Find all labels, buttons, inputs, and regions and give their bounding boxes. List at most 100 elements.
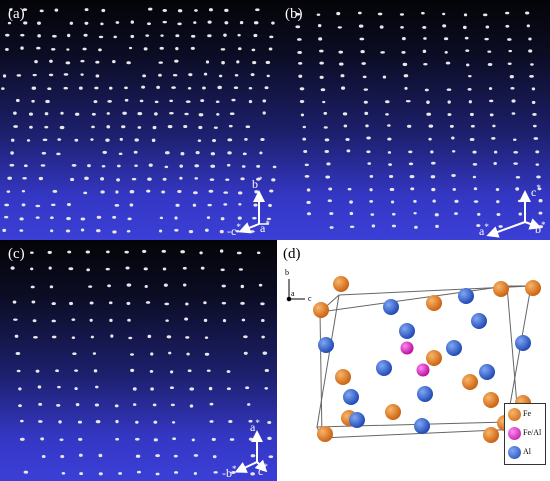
diffraction-spot [95,385,99,389]
diffraction-spot [266,74,270,78]
diffraction-spot [77,420,83,424]
diffraction-spot [52,189,58,193]
diffraction-spot [101,164,106,168]
diffraction-spot [31,86,37,90]
diffraction-spot [60,454,65,459]
diffraction-spot [493,150,498,154]
diffraction-spot [194,9,198,12]
diffraction-spot [41,151,47,155]
diffraction-spot [2,74,7,78]
diffraction-spot [238,191,243,195]
diffraction-spot [30,251,34,254]
diffraction-spot [78,453,83,457]
diffraction-spot [346,149,351,153]
diffraction-spot [143,267,148,271]
diffraction-spot [221,301,227,305]
diffraction-spot [203,72,208,76]
diffraction-spot [515,187,520,191]
diffraction-spot [108,301,113,305]
diffraction-spot [80,217,86,221]
diffraction-spot [387,137,392,141]
diffraction-spot [38,402,43,406]
al-atom [343,389,359,405]
diffraction-spot [49,285,54,289]
diffraction-spot [149,369,154,373]
diffraction-spot [133,150,138,154]
diffraction-spot [54,8,59,12]
diffraction-spot [19,229,24,232]
diffraction-spot [50,203,56,207]
diffraction-spot [237,33,241,37]
axis-arrows-a [238,190,269,234]
diffraction-spot [446,88,452,91]
diffraction-spot [174,59,179,63]
diffraction-spot [366,150,371,154]
axis-c-star-a: -c* [227,222,241,238]
diffraction-spot [212,455,217,459]
diffraction-spot [229,438,235,441]
diffraction-spot [132,403,137,406]
diffraction-spot [38,420,43,423]
diffraction-spot [193,471,198,475]
diffraction-spot [250,73,255,77]
diffraction-spot [262,351,268,355]
diffraction-spot [89,318,93,322]
diffraction-spot [193,191,198,195]
diffraction-spot [325,175,331,179]
diffraction-spot [130,34,135,39]
diffraction-spot [161,249,167,253]
diffraction-spot [105,138,110,142]
diffraction-spot [371,224,376,228]
diffraction-spot [533,137,539,140]
diffraction-spot [265,60,271,65]
diffraction-spot [87,164,91,168]
diffraction-spot [185,336,190,339]
diffraction-spot [532,124,537,128]
diffraction-spot [135,420,139,424]
diffraction-spot [366,136,371,140]
panel-d: (d) b a c Fe [277,240,550,481]
diffraction-spot [93,369,98,373]
diffraction-spot [71,336,76,340]
diffraction-spot [220,48,226,51]
diffraction-spot [299,87,305,91]
diffraction-spot [535,163,540,166]
diffraction-spot [115,437,120,441]
diffraction-spot [35,204,41,208]
diffraction-spot [67,250,72,254]
diffraction-spot [524,11,530,15]
diffraction-spot [222,319,227,323]
diffraction-spot [271,178,276,182]
diffraction-spot [434,213,439,217]
diffraction-spot [33,335,38,339]
diffraction-spot [154,100,159,104]
diffraction-spot [96,215,102,219]
diffraction-spot [364,111,369,116]
diffraction-spot [177,9,183,13]
diffraction-spot [65,61,71,65]
diffraction-spot [537,187,542,191]
diffraction-spot [57,138,62,141]
diffraction-spot [223,33,227,37]
diffraction-spot [231,471,236,474]
diffraction-spot [260,138,265,142]
diffraction-spot [251,48,256,52]
diffraction-spot [127,217,132,221]
diffraction-spot [359,37,365,41]
fe-al-atom [416,363,430,377]
axis-b-star-b: b* [535,220,546,236]
diffraction-spot [37,21,41,25]
diffraction-spot [83,191,88,195]
diffraction-spot [382,75,387,79]
diffraction-spot [248,86,253,90]
diffraction-spot [117,164,121,168]
diffraction-spot [228,420,233,423]
diffraction-spot [401,37,406,41]
diffraction-spot [137,126,142,129]
diffraction-spot [435,224,439,229]
diffraction-spot [150,387,154,391]
diffraction-spot [190,46,195,50]
diffraction-spot [145,34,150,37]
diffraction-spot [511,112,516,115]
diffraction-spot [48,73,54,77]
